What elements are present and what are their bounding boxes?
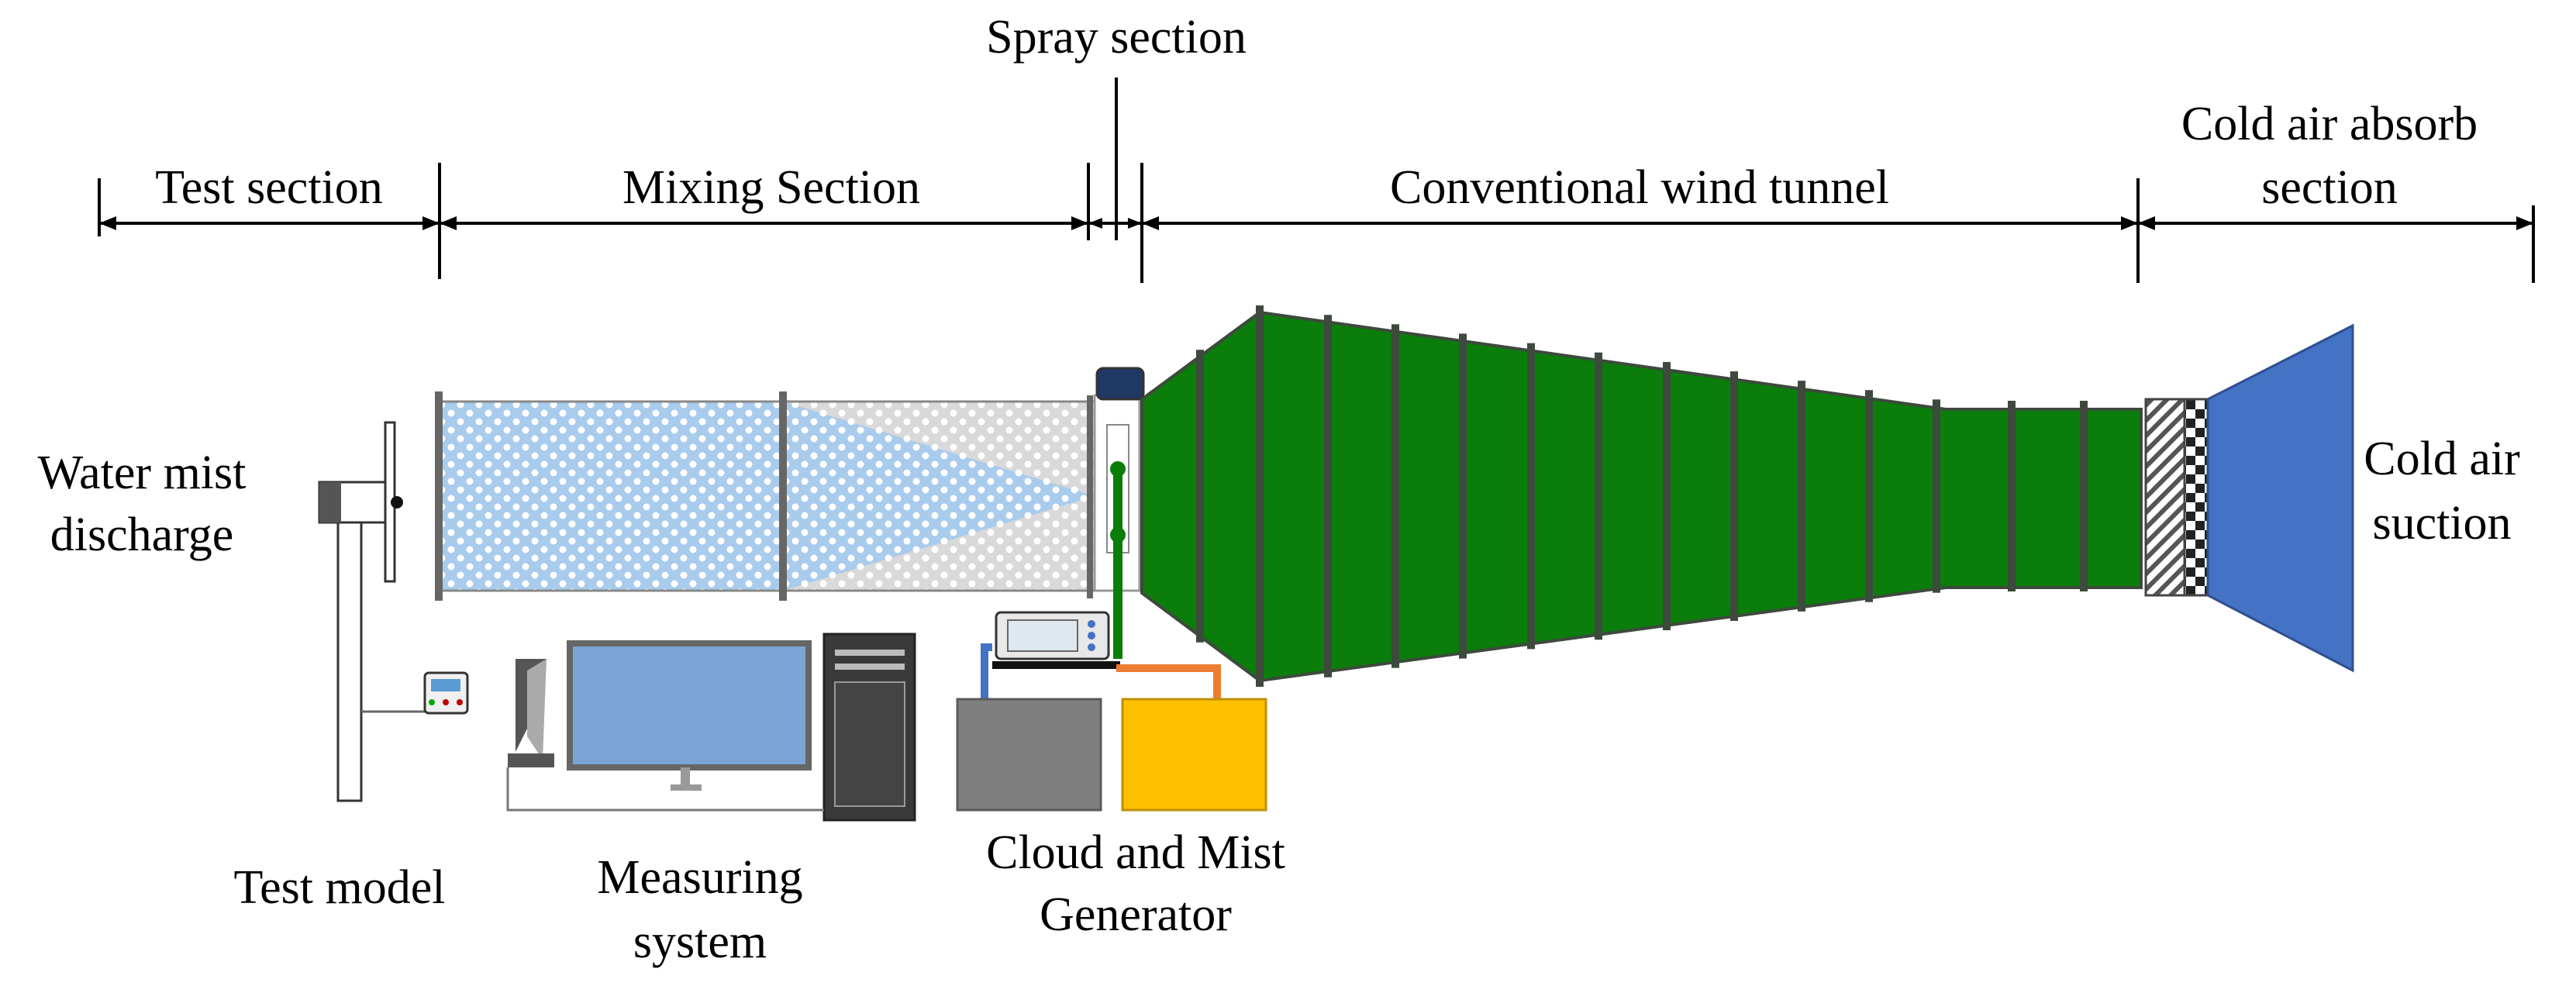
tunnel-frame-ring	[1196, 350, 1204, 643]
tunnel-frame-ring	[1527, 343, 1535, 650]
cloud-mist-generator	[956, 611, 1267, 812]
section-dimension-lines	[98, 78, 2535, 283]
tunnel-frame-ring	[1663, 361, 1671, 631]
controller-box	[423, 671, 469, 715]
mixing-tube	[435, 391, 1095, 601]
generator-label-line2: Generator	[1040, 888, 1232, 941]
measuring-system	[506, 633, 916, 822]
tunnel-frame-ring	[1324, 315, 1332, 677]
cold-air-suction-label-line1: Cold air	[2364, 433, 2520, 485]
measuring-system-label-line1: Measuring	[597, 851, 802, 904]
tunnel-frame-ring	[1933, 399, 1940, 593]
spray-section-label: Spray section	[986, 11, 1247, 64]
conventional-tunnel-label: Conventional wind tunnel	[1390, 161, 1889, 214]
generator-label-line1: Cloud and Mist	[986, 826, 1285, 879]
conventional-wind-tunnel	[1140, 310, 2143, 683]
water-mist-label-line2: discharge	[50, 509, 233, 561]
spray-nozzle-assembly	[1093, 367, 1145, 659]
pump-icon	[1095, 367, 1145, 401]
tunnel-frame-ring	[2080, 401, 2088, 591]
tunnel-frame-ring	[1391, 324, 1399, 668]
tunnel-frame-ring	[1798, 381, 1805, 612]
cold-air-suction-fan	[2206, 323, 2354, 673]
tunnel-frame-ring	[1865, 390, 1873, 602]
tunnel-frame-ring	[1730, 371, 1738, 621]
measuring-system-label-line2: system	[633, 915, 767, 968]
monitor-icon	[567, 640, 812, 771]
water-mist-label-line1: Water mist	[38, 446, 247, 499]
test-section-label: Test section	[155, 161, 383, 214]
tunnel-frame-rings	[1196, 305, 2088, 687]
mixing-section-label: Mixing Section	[622, 161, 920, 214]
test-model-label: Test model	[234, 861, 446, 914]
tunnel-frame-ring	[1256, 305, 1264, 687]
cold-air-absorb-label-line2: section	[2261, 161, 2398, 214]
cold-air-suction-label-line2: suction	[2372, 497, 2511, 550]
cold-air-absorb-label-line1: Cold air absorb	[2181, 98, 2478, 150]
tunnel-frame-ring	[2008, 401, 2016, 591]
test-model-turbine	[318, 421, 469, 802]
tunnel-frame-ring	[1459, 333, 1467, 659]
cold-air-absorb-filter	[2144, 398, 2209, 597]
tunnel-frame-ring	[1595, 352, 1602, 640]
